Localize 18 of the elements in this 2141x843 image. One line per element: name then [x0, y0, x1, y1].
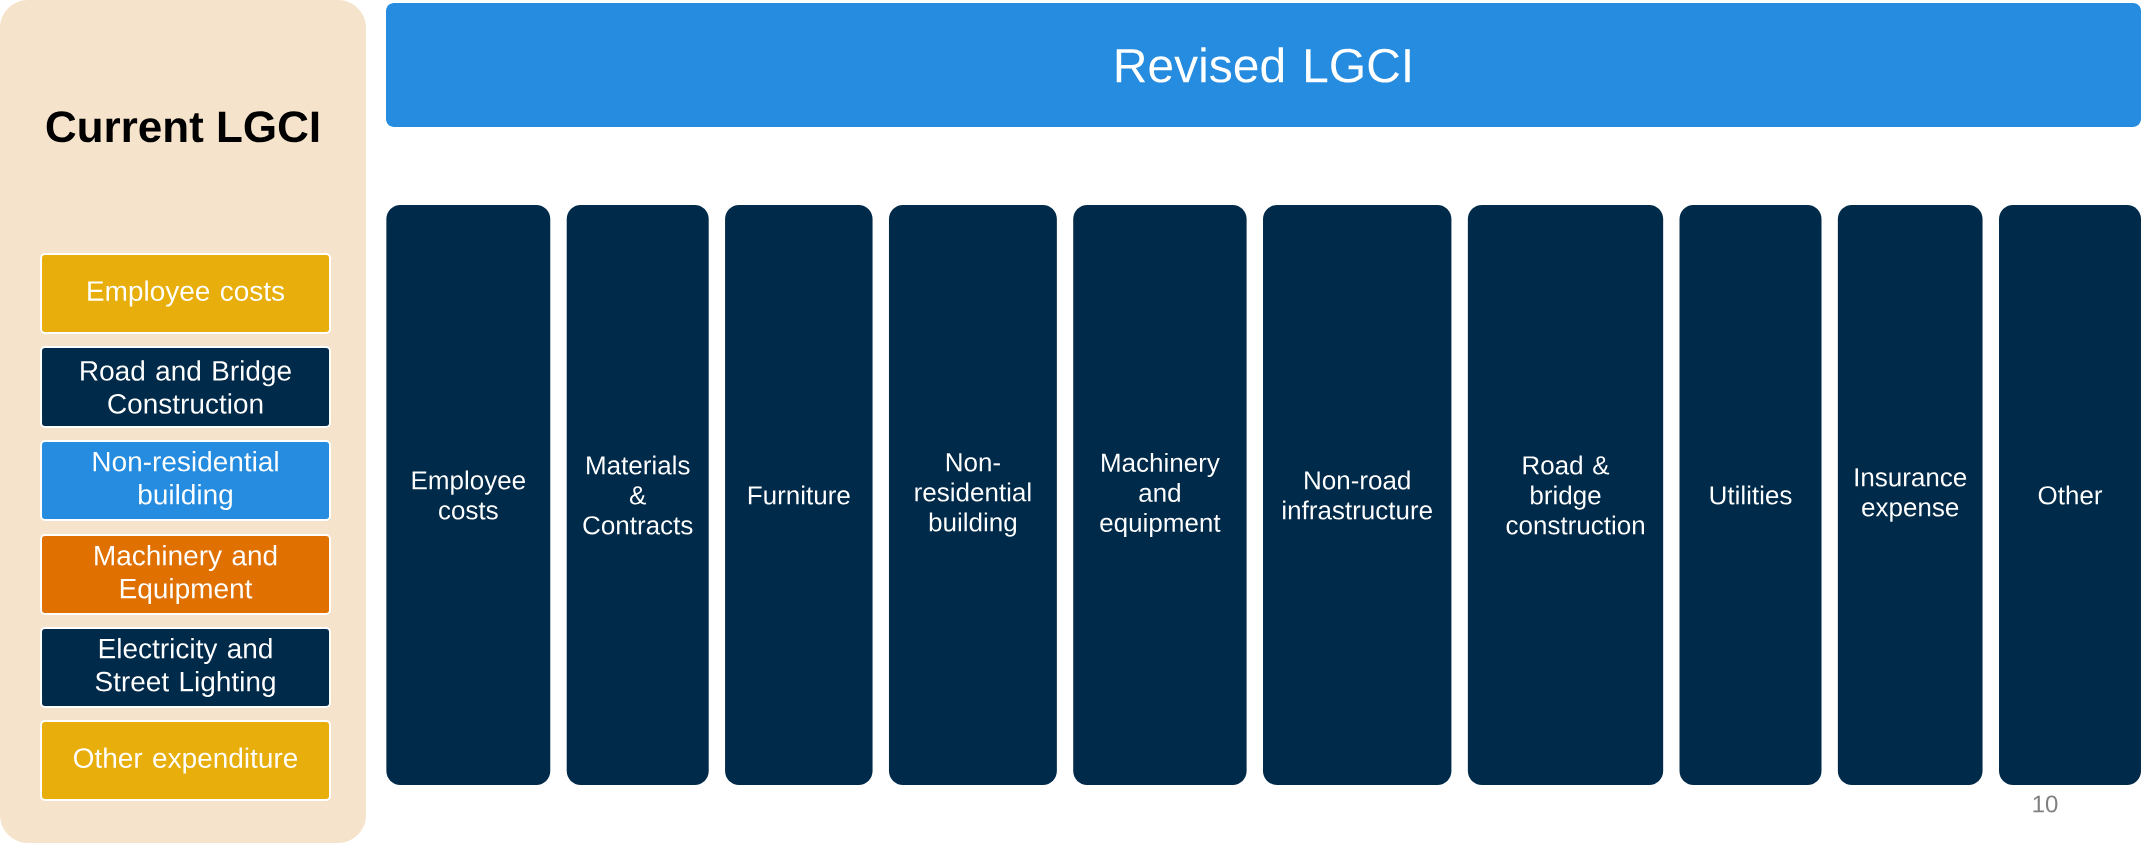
category-column: Utilities: [1679, 205, 1822, 785]
category-column: Non-residential building: [888, 205, 1057, 785]
header-bar: Revised LGCI: [386, 3, 2141, 127]
category-box: Machinery and Equipment: [40, 534, 331, 615]
page-number: 10: [2033, 795, 2058, 813]
category-column: Other: [1999, 205, 2141, 785]
category-column: Machinery and equipment: [1073, 205, 1247, 785]
category-column: Road & bridge construction: [1467, 205, 1664, 785]
category-box: Non-residential building: [40, 440, 331, 521]
category-column: Non-road infrastructure: [1263, 205, 1452, 785]
category-box: Electricity and Street Lighting: [40, 627, 331, 708]
category-box: Other expenditure: [40, 720, 331, 801]
category-column: Furniture: [725, 205, 873, 785]
category-column: Insurance expense: [1837, 205, 1983, 785]
category-column: Materials & Contracts: [566, 205, 709, 785]
category-column: Employee costs: [386, 205, 551, 785]
category-box: Employee costs: [40, 253, 331, 334]
category-box: Road and Bridge Construction: [40, 346, 331, 428]
